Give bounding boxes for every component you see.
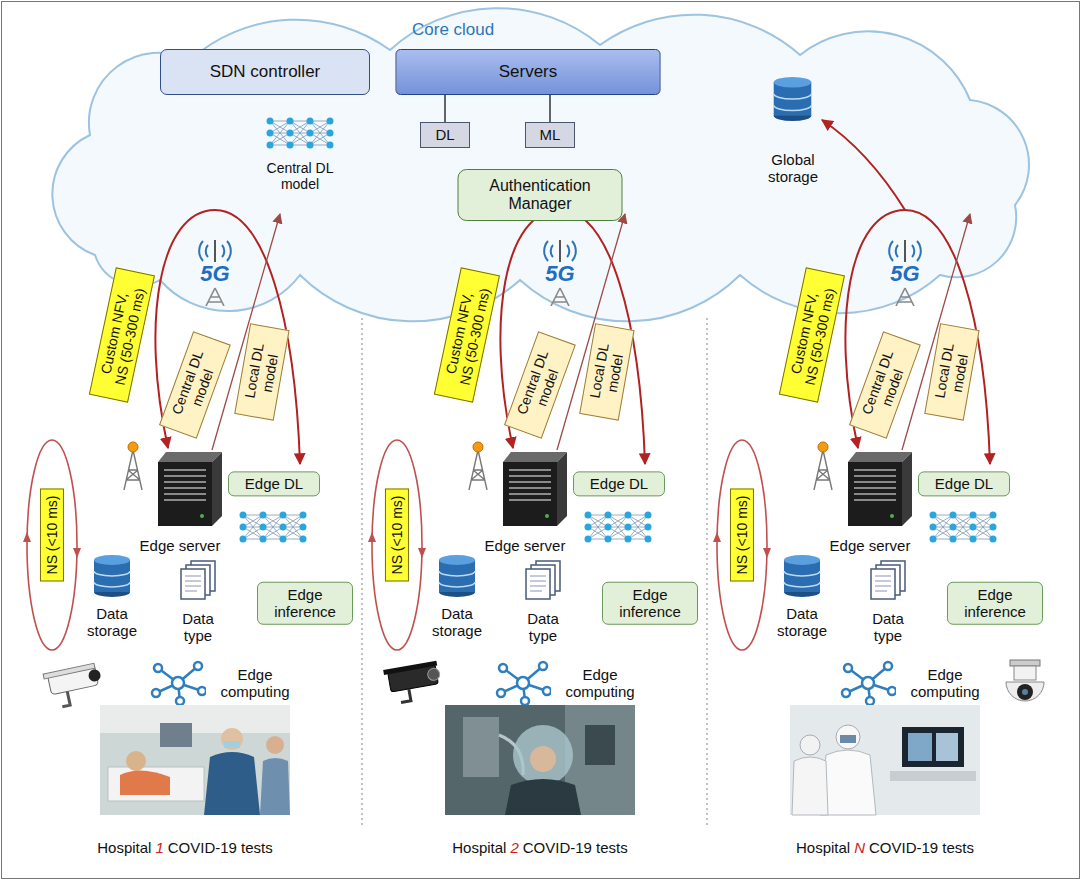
- caption-text: COVID-19 tests: [168, 839, 273, 856]
- icon-label: Data type: [174, 610, 222, 645]
- model-tag: Local DL model: [579, 323, 635, 421]
- box-text: Local DL model: [929, 331, 974, 413]
- box-text: Central DL model: [855, 339, 915, 431]
- icon-label: Data type: [864, 610, 912, 645]
- dl-box: DL: [420, 122, 470, 148]
- caption-text: Hospital: [452, 839, 506, 856]
- slice-tag: NS (<10 ms): [385, 489, 409, 582]
- model-tag: Local DL model: [924, 323, 980, 421]
- icon-label: Edge computing: [214, 666, 296, 701]
- edge-dl-box: Edge DL: [918, 471, 1010, 496]
- caption-text: Hospital: [796, 839, 850, 856]
- box-text: Edge inference: [954, 586, 1036, 621]
- icon-label: Data storage: [425, 605, 489, 640]
- box-text: Servers: [499, 62, 558, 82]
- column-separators: [362, 318, 707, 828]
- icon-label: Data type: [519, 610, 567, 645]
- caption-text: COVID-19 tests: [523, 839, 628, 856]
- hospital-number: 1: [155, 839, 163, 856]
- box-text: Central DL model: [510, 339, 570, 431]
- box-text: Central DL model: [165, 339, 225, 431]
- slice-tag: NS (<10 ms): [40, 489, 64, 582]
- icon-label: Edge computing: [559, 666, 641, 701]
- caption-text: Hospital: [97, 839, 151, 856]
- icon-label: Edge server: [830, 537, 911, 554]
- icon-label: Edge computing: [904, 666, 986, 701]
- icon-label: Edge server: [140, 537, 221, 554]
- box-text: Edge inference: [264, 586, 346, 621]
- caption-row: Hospital1 COVID-19 tests: [95, 839, 275, 856]
- edge-inference-box: Edge inference: [602, 582, 698, 625]
- icon-label: Data storage: [80, 605, 144, 640]
- box-text: Edge DL: [590, 475, 648, 492]
- box-text: ML: [540, 126, 561, 143]
- icon-label: Edge server: [485, 537, 566, 554]
- box-text: Edge DL: [245, 475, 303, 492]
- caption-row: HospitalNCOVID-19 tests: [794, 839, 976, 856]
- edge-dl-box: Edge DL: [573, 471, 665, 496]
- box-text: DL: [435, 126, 454, 143]
- connector-line: [444, 95, 446, 122]
- region-title: Core cloud: [412, 20, 494, 40]
- controller-box: SDN controller: [160, 49, 370, 95]
- box-text: NS (<10 ms): [44, 496, 60, 575]
- box-text: Custom NFV, NS (50-300 ms): [94, 275, 150, 395]
- box-text: Edge DL: [935, 475, 993, 492]
- hospital-number: 2: [510, 839, 518, 856]
- icon-label: Global storage: [758, 151, 828, 186]
- edge-dl-box: Edge DL: [228, 471, 320, 496]
- box-text: Local DL model: [239, 331, 284, 413]
- box-text: Local DL model: [584, 331, 629, 413]
- caption-row: Hospital2 COVID-19 tests: [450, 839, 630, 856]
- camera-icon: [43, 660, 1044, 709]
- icon-label: Central DL model: [264, 160, 336, 192]
- hospital-photo: [100, 705, 980, 815]
- hospital-number: N: [854, 839, 865, 856]
- slice-tag: NS (<10 ms): [730, 489, 754, 582]
- model-tag: Local DL model: [234, 323, 290, 421]
- cloud-shape: [52, 8, 1029, 321]
- network-badge: 5G: [890, 261, 919, 286]
- edge-inference-box: Edge inference: [947, 582, 1043, 625]
- slice-tag: Custom NFV, NS (50-300 ms): [89, 267, 155, 403]
- box-text: NS (<10 ms): [389, 496, 405, 575]
- box-text: Authentication Manager: [465, 177, 616, 214]
- box-text: SDN controller: [210, 62, 321, 82]
- connector-line: [549, 95, 551, 122]
- network-badge: 5G: [200, 261, 229, 286]
- network-badge: 5G: [545, 261, 574, 286]
- server-box: Servers: [396, 49, 661, 95]
- ml-box: ML: [525, 122, 575, 148]
- icon-label: Data storage: [770, 605, 834, 640]
- box-text: Edge inference: [609, 586, 691, 621]
- edge-inference-box: Edge inference: [257, 582, 353, 625]
- auth-box: Authentication Manager: [458, 169, 623, 221]
- box-text: NS (<10 ms): [734, 496, 750, 575]
- caption-text: COVID-19 tests: [869, 839, 974, 856]
